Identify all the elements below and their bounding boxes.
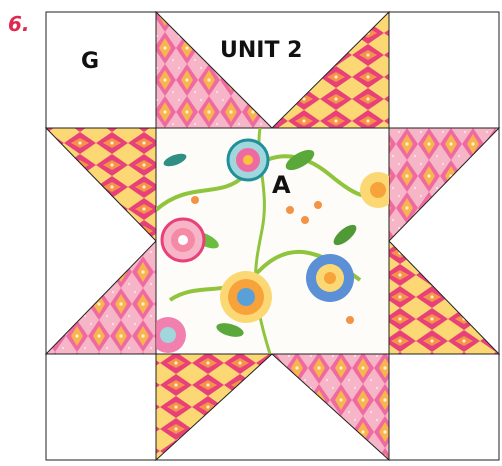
orange-berry (286, 206, 294, 214)
corner-label: G (81, 51, 99, 73)
blue-flower (306, 254, 354, 302)
orange-berry (346, 316, 354, 324)
orange-daisy (220, 271, 272, 323)
corner-square-bottom-right (389, 354, 499, 460)
orange-berry (314, 201, 322, 209)
unit-label: UNIT 2 (220, 40, 302, 62)
teal-medallion-flower (228, 140, 268, 180)
pink-medallion-flower (162, 219, 204, 261)
corner-square-top-right (389, 12, 499, 128)
corner-square-top-left (46, 12, 156, 128)
orange-berry (191, 196, 199, 204)
corner-square-bottom-left (46, 354, 156, 460)
orange-berry (301, 216, 309, 224)
center-label: A (272, 173, 291, 197)
center-square (150, 128, 396, 354)
